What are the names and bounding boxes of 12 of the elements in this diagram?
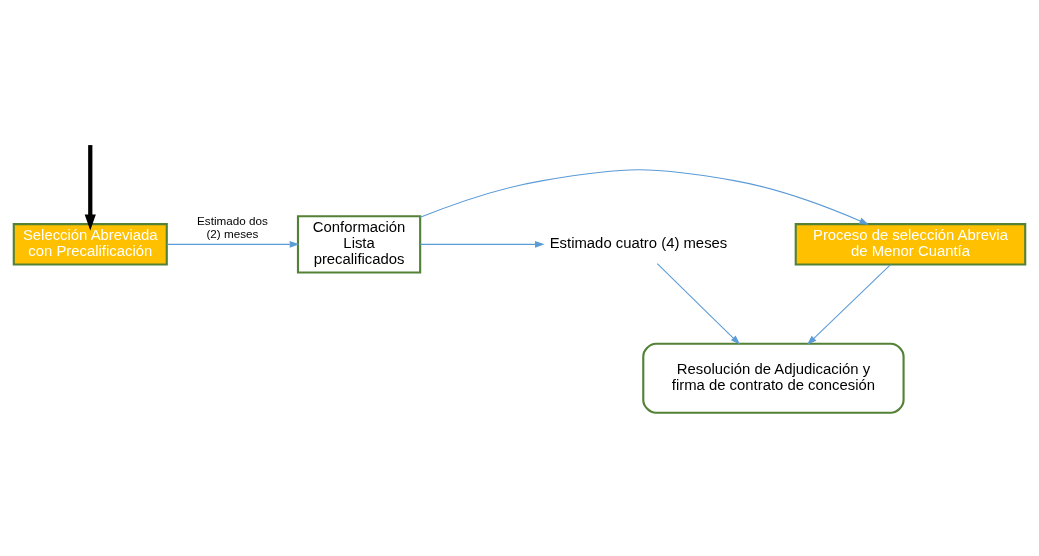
edge-label: Estimado dos (2) meses: [197, 213, 268, 240]
node-box: Conformación Lista precalificados: [296, 214, 422, 274]
arrow: [84, 144, 96, 230]
node-box: Selección Abreviada con Precalificación: [12, 222, 168, 266]
arrow: [419, 240, 545, 248]
node-box: Resolución de Adjudicación y firma de contrato de concesión: [642, 342, 905, 414]
arrow: [807, 263, 892, 345]
arrow: [656, 262, 741, 345]
arrow: [419, 168, 869, 225]
node-text: Estimado cuatro (4) meses: [549, 234, 728, 251]
arrow: [166, 240, 300, 248]
node-box: Proceso de selección Abrevia de Menor Cuantía: [794, 222, 1027, 266]
